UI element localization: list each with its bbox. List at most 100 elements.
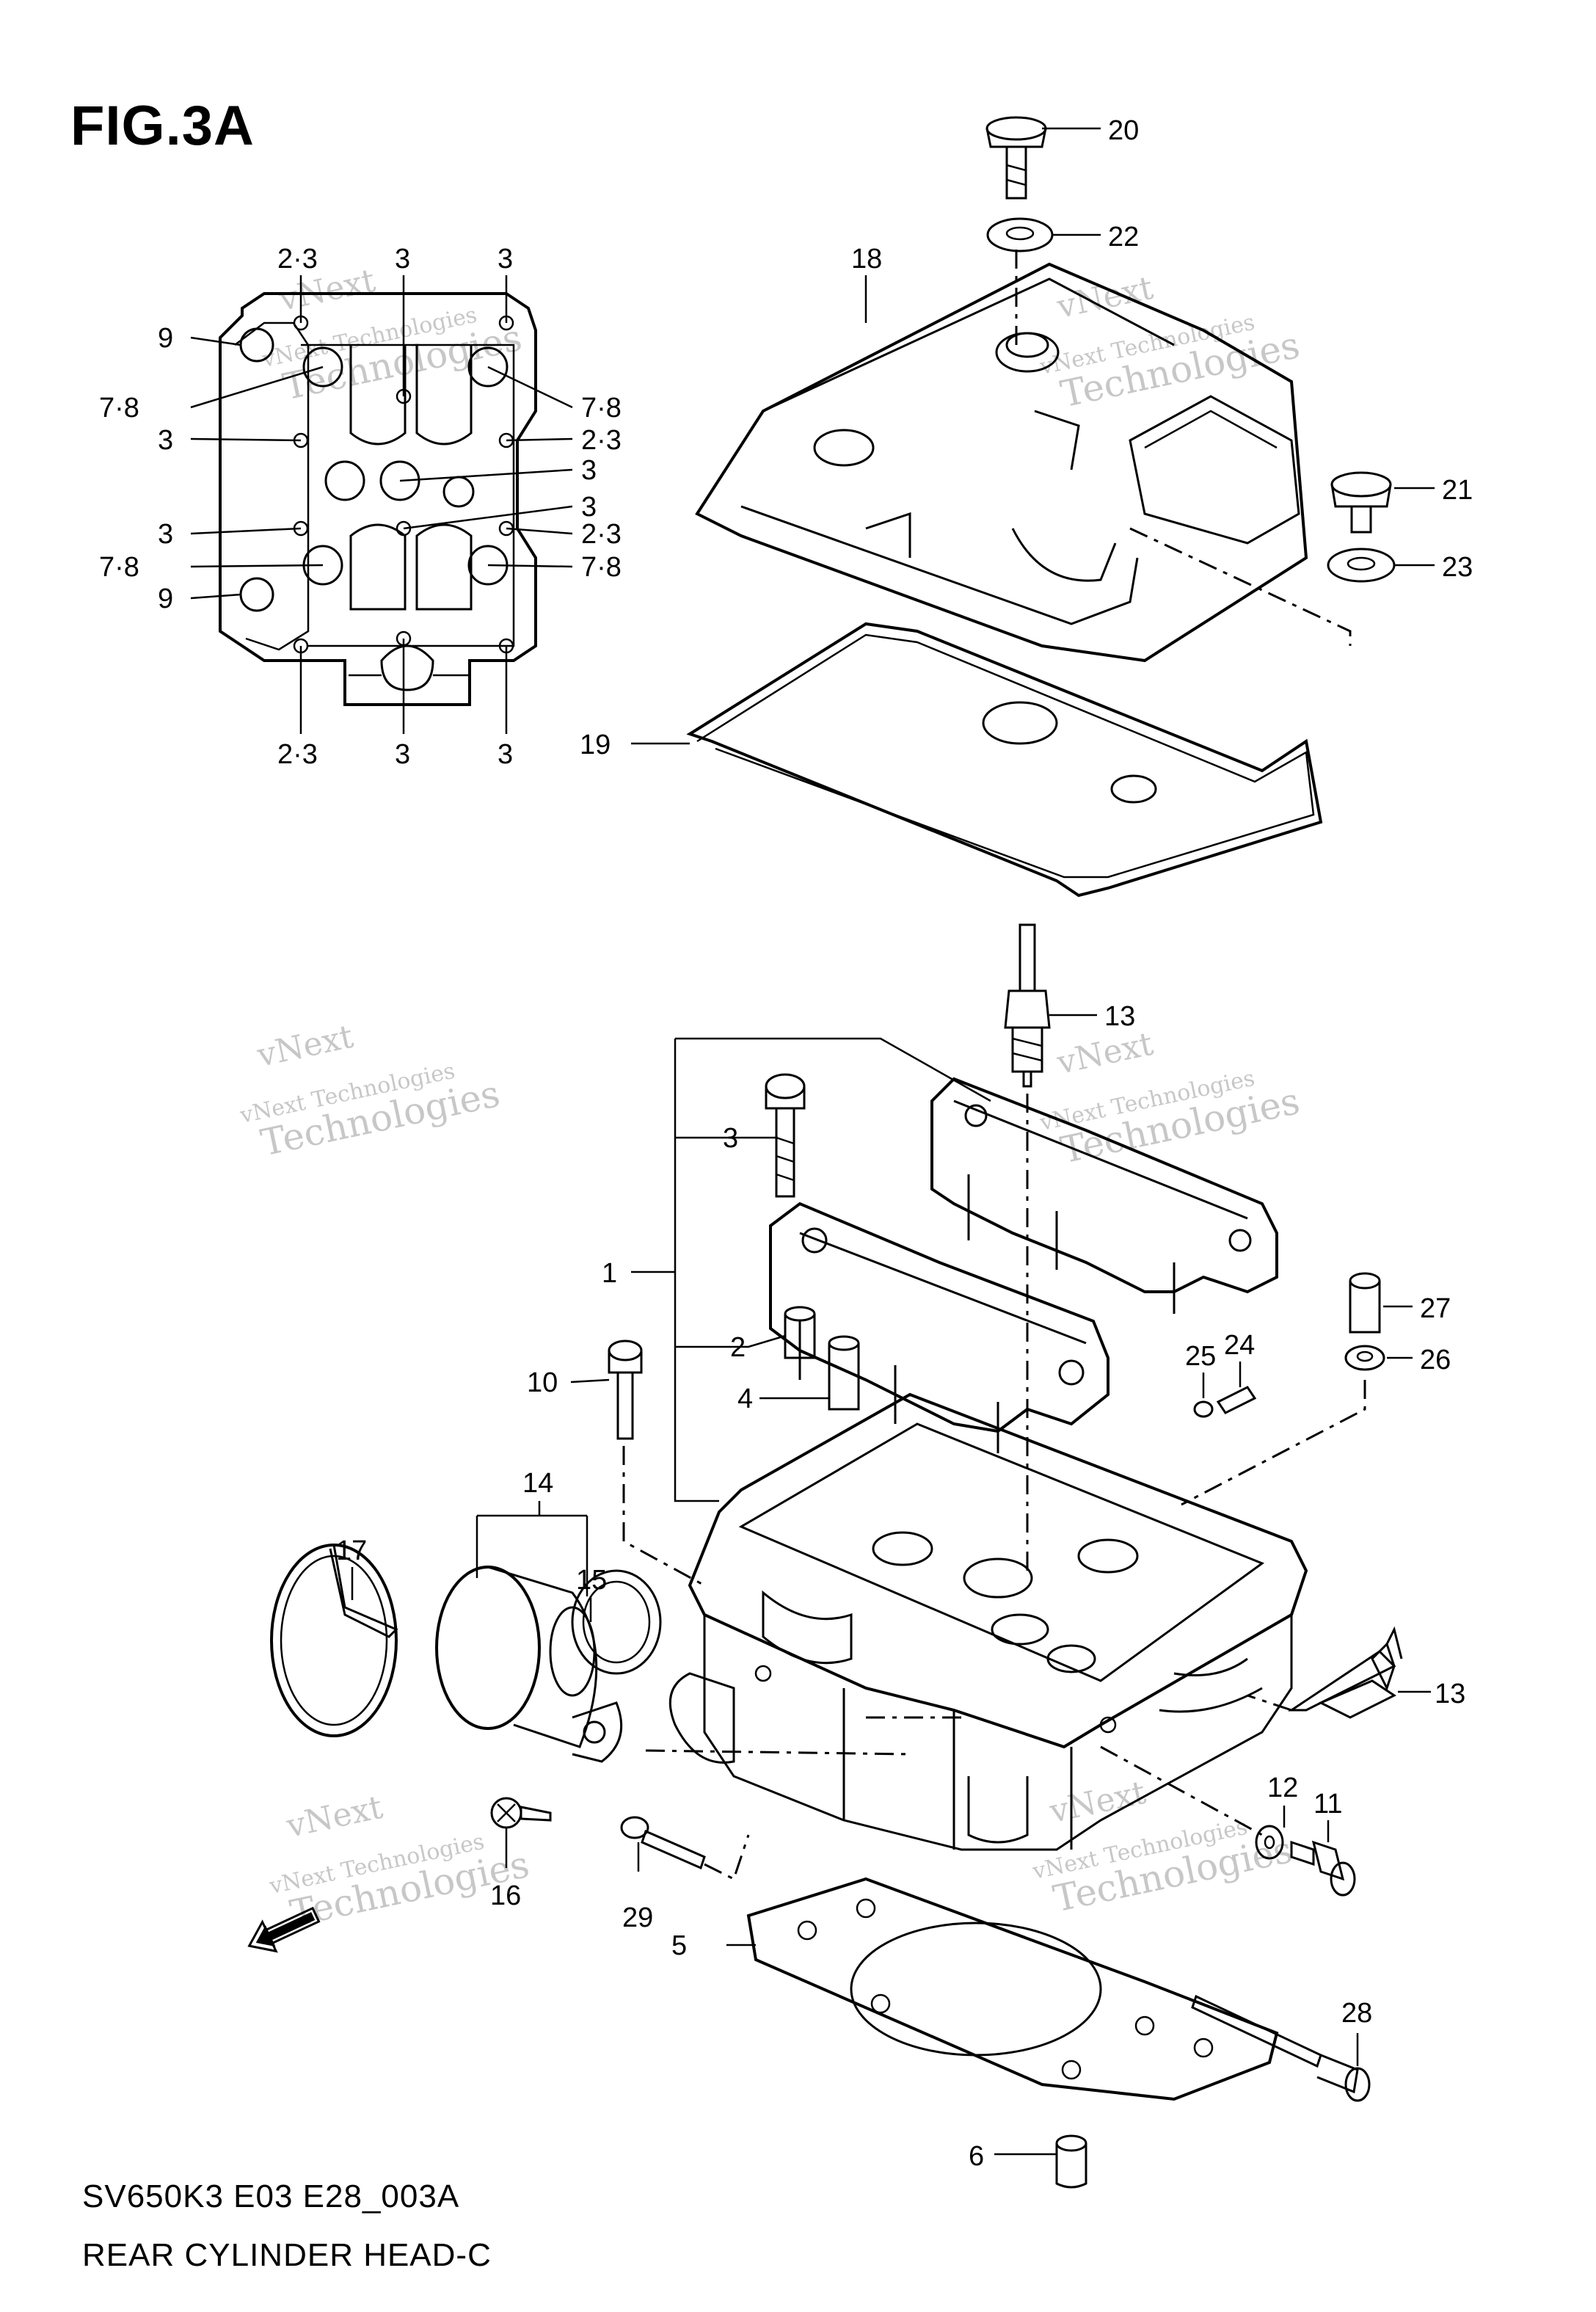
callout-12: 12 [1267, 1773, 1298, 1803]
inset-left-3b: 3 [158, 519, 173, 550]
callout-17: 17 [336, 1535, 367, 1566]
dowel-pin-6 [1055, 2134, 1087, 2189]
callout-23: 23 [1442, 552, 1473, 583]
axis-spark-plug-side [1247, 1694, 1292, 1712]
watermarks: vNext vNext Technologies Technologies vN… [237, 262, 1303, 1935]
bolt-11 [1290, 1840, 1356, 1897]
bolt-29 [620, 1816, 706, 1870]
callout-labels: 20 22 18 21 23 19 13 3 1 2 4 10 25 24 27… [336, 115, 1473, 2172]
inset-left-7-8a: 7·8 [99, 393, 139, 423]
callout-5: 5 [671, 1930, 687, 1961]
watermark-bottom-right: vNext vNext Technologies Technologies [1030, 1774, 1296, 1921]
screw-16 [490, 1797, 552, 1829]
callout-26: 26 [1420, 1345, 1451, 1375]
leader-lines [351, 127, 1435, 2156]
inset-right-7-8b: 7·8 [581, 552, 622, 583]
head-cover-gasket [686, 622, 1323, 898]
callout-16: 16 [490, 1880, 521, 1911]
inset-left-9b: 9 [158, 584, 173, 614]
watermark-mid-right: vNext vNext Technologies Technologies [1037, 1025, 1303, 1172]
callout-21: 21 [1442, 475, 1473, 506]
inset-left-7-8b: 7·8 [99, 552, 139, 583]
model-code: SV650K3 E03 E28_003A [82, 2178, 460, 2214]
inset-top-2-3: 2·3 [277, 244, 318, 275]
inset-bottom-3b: 3 [498, 739, 513, 770]
callout-14: 14 [522, 1468, 553, 1499]
callout-2: 2 [730, 1332, 746, 1363]
cover-washer-23 [1327, 548, 1396, 583]
callout-3: 3 [723, 1123, 738, 1154]
valve-lifter-4 [828, 1335, 860, 1411]
callout-20: 20 [1108, 115, 1139, 146]
inset-top-3b: 3 [498, 244, 513, 275]
figure-title: FIG.3A [70, 95, 255, 157]
callout-19: 19 [580, 730, 611, 760]
inset-right-7-8a: 7·8 [581, 393, 622, 423]
watermark-top-right: vNext vNext Technologies Technologies [1037, 269, 1303, 416]
cover-washer-22 [986, 217, 1054, 252]
inset-left-3a: 3 [158, 425, 173, 456]
diagram-name: REAR CYLINDER HEAD-C [82, 2237, 492, 2273]
cylinder-head [668, 1392, 1308, 1851]
inset-callout-labels: 2·3 3 3 9 7·8 3 3 7·8 9 7·8 2·3 3 3 2·3 … [99, 244, 622, 770]
camshaft-holder-rear [930, 1077, 1278, 1314]
inset-right-3a: 3 [581, 455, 597, 486]
inset-leaders [190, 275, 573, 734]
camshaft-holder-bolt-3 [765, 1073, 806, 1198]
axis-21 [1129, 527, 1352, 646]
watermark-bottom-left: vNext vNext Technologies Technologies [266, 1789, 533, 1935]
cover-bolt-21 [1330, 471, 1392, 534]
dowel-pin-27 [1349, 1272, 1381, 1334]
intake-pipe-14 [435, 1566, 623, 1763]
camshaft-holder-front [769, 1202, 1109, 1453]
washer-12 [1255, 1825, 1284, 1860]
svg-text:vNext: vNext [283, 1789, 386, 1846]
callout-29: 29 [622, 1902, 653, 1933]
svg-text:vNext: vNext [1053, 269, 1156, 327]
inset-bottom-2-3: 2·3 [277, 739, 318, 770]
axis-bolt-11 [1100, 1745, 1263, 1836]
bolt-10 [608, 1339, 643, 1440]
bolt-28 [1191, 1994, 1371, 2102]
inset-right-2-3b: 2·3 [581, 519, 622, 550]
callout-22: 22 [1108, 222, 1139, 252]
callout-15: 15 [576, 1565, 607, 1596]
inset-right-3b: 3 [581, 492, 597, 523]
inset-bottom-3a: 3 [395, 739, 410, 770]
axis-bolt-29 [704, 1834, 750, 1881]
callout-4: 4 [737, 1384, 753, 1414]
o-ring-25 [1193, 1400, 1214, 1418]
callout-11: 11 [1313, 1789, 1342, 1820]
axis-dowel-27 [1181, 1380, 1366, 1506]
spark-plug-13-top [1004, 923, 1051, 1088]
svg-text:vNext: vNext [253, 1018, 357, 1075]
callout-13-side: 13 [1435, 1679, 1465, 1709]
axis-bolt-10 [622, 1446, 705, 1587]
cylinder-head-gasket [746, 1877, 1279, 2101]
axis-intake [645, 1716, 969, 1756]
intake-clamp-17 [270, 1544, 398, 1737]
callout-25: 25 [1185, 1341, 1216, 1372]
callout-27: 27 [1420, 1293, 1451, 1324]
callout-24: 24 [1224, 1330, 1255, 1361]
plug-24 [1216, 1386, 1257, 1414]
inset-left-9a: 9 [158, 323, 173, 354]
cover-bolt-20 [985, 116, 1047, 200]
svg-text:vNext: vNext [1053, 1025, 1156, 1083]
callout-28: 28 [1341, 1998, 1372, 2029]
inset-top-3a: 3 [395, 244, 410, 275]
front-arrow-icon [247, 1906, 321, 1953]
callout-1: 1 [602, 1258, 617, 1289]
watermark-mid-left: vNext vNext Technologies Technologies [237, 1018, 503, 1165]
inset-head-top-view [219, 292, 537, 706]
spark-plug-13-side [1288, 1626, 1403, 1719]
callout-18: 18 [851, 244, 882, 275]
callout-13-top: 13 [1104, 1001, 1135, 1032]
intake-o-ring-15 [571, 1569, 662, 1675]
callout-10: 10 [527, 1367, 558, 1398]
cylinder-head-cover [695, 262, 1308, 663]
callout-6: 6 [969, 2141, 984, 2172]
o-ring-26 [1344, 1345, 1385, 1371]
inset-right-2-3a: 2·3 [581, 425, 622, 456]
